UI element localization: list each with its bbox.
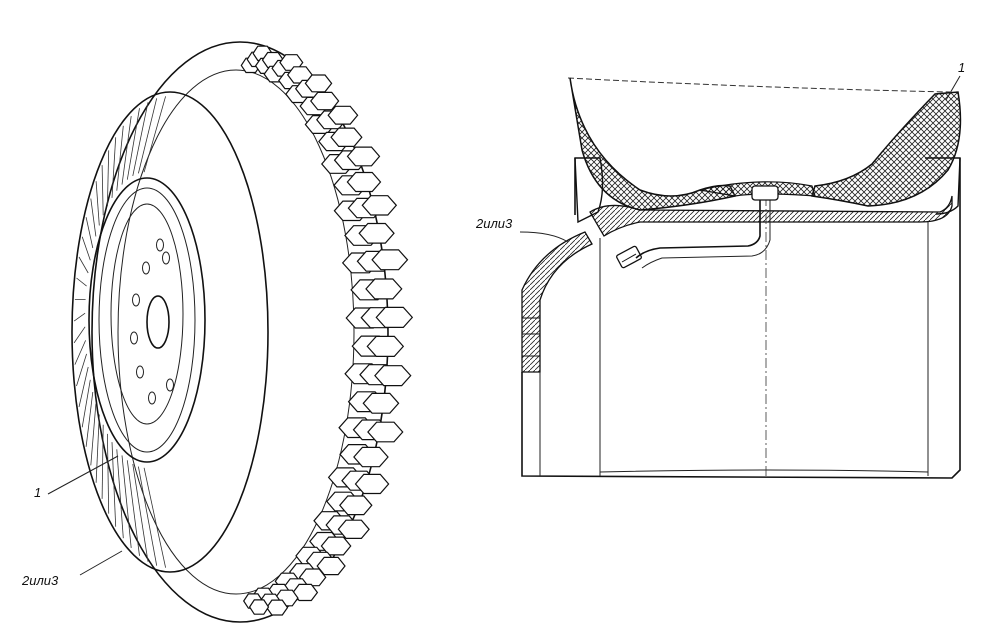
tread-block bbox=[265, 599, 289, 616]
callout-label-tire: 2или3 bbox=[21, 573, 59, 588]
bolt-hole bbox=[162, 251, 170, 265]
sidewall-ray bbox=[132, 464, 149, 562]
rim-profile-section bbox=[589, 195, 953, 237]
sidewall-ray bbox=[101, 424, 104, 499]
sidewall-ray bbox=[95, 414, 100, 483]
tire-bead-right bbox=[811, 91, 962, 207]
valve-base bbox=[751, 185, 779, 201]
tire-sidewall bbox=[71, 91, 269, 573]
sidewall-ray bbox=[95, 181, 100, 226]
wheel-disc-section bbox=[521, 231, 593, 373]
bolt-hole bbox=[148, 391, 156, 405]
sidewall-ray bbox=[143, 96, 166, 173]
callout-leader-rim bbox=[945, 75, 961, 101]
rim-flange-left bbox=[574, 157, 604, 224]
sidewall-ray bbox=[126, 460, 140, 556]
tread-block bbox=[327, 105, 359, 125]
tire-top-outline bbox=[567, 77, 951, 93]
disc-hub-block bbox=[521, 317, 541, 335]
tread-block bbox=[367, 421, 404, 443]
sidewall-ray bbox=[74, 340, 86, 365]
tread-block bbox=[310, 91, 340, 111]
callout-label-tire: 2или3 bbox=[475, 216, 513, 231]
callout-leader-rim bbox=[47, 455, 119, 495]
sidewall-ray bbox=[76, 353, 87, 387]
sidewall-ray bbox=[85, 391, 94, 447]
sidewall-ray bbox=[121, 116, 132, 185]
sidewall-ray bbox=[78, 366, 89, 408]
rim-outer bbox=[88, 177, 206, 463]
tread-block bbox=[362, 392, 400, 414]
sidewall-ray bbox=[73, 312, 86, 322]
valve-cap-icon bbox=[616, 245, 642, 269]
rim-disc bbox=[110, 203, 184, 425]
disc-hub-block bbox=[521, 355, 541, 373]
sidewall-ray bbox=[81, 236, 91, 261]
tread-block bbox=[292, 583, 319, 602]
tread-pattern bbox=[240, 45, 414, 616]
rim-flange-right bbox=[925, 157, 961, 215]
sidewall-ray bbox=[81, 379, 91, 428]
tread-block bbox=[374, 365, 412, 387]
sidewall-ray bbox=[73, 326, 86, 344]
wheel-cross-section-view: 1 2или3 bbox=[475, 60, 965, 479]
tread-block bbox=[337, 519, 370, 540]
bolt-hole bbox=[132, 293, 140, 307]
sidewall-ray bbox=[78, 256, 89, 274]
rim-cylinder-outline bbox=[521, 158, 961, 479]
sidewall-ray bbox=[107, 150, 110, 207]
sidewall-ray bbox=[101, 165, 104, 216]
sidewall-ray bbox=[111, 442, 117, 527]
tread-block bbox=[371, 249, 409, 271]
callout-leader-tire bbox=[519, 231, 569, 243]
bolt-hole bbox=[142, 261, 150, 275]
tread-block bbox=[353, 446, 389, 468]
sidewall-ray bbox=[121, 455, 132, 548]
sidewall-rays bbox=[73, 96, 166, 568]
valve-stem-inner bbox=[641, 196, 771, 269]
tread-inner-boundary bbox=[117, 69, 355, 595]
bolt-hole bbox=[166, 378, 174, 392]
sidewall-ray bbox=[116, 125, 124, 191]
tread-block bbox=[248, 599, 270, 615]
tread-block bbox=[358, 222, 395, 244]
rim-bottom-curve bbox=[599, 469, 929, 473]
tread-block bbox=[375, 306, 414, 328]
wheel-perspective-view: 1 2или3 bbox=[21, 41, 414, 623]
bolt-hole bbox=[136, 365, 144, 379]
sidewall-ray bbox=[126, 108, 140, 180]
rim-inner-ring bbox=[98, 187, 196, 453]
tread-block bbox=[304, 74, 333, 93]
tread-block bbox=[366, 335, 405, 357]
tire-outer-outline bbox=[91, 41, 389, 623]
callout-leader-tire bbox=[79, 550, 123, 576]
tread-block bbox=[354, 473, 390, 495]
wheel-bolt-holes bbox=[130, 238, 174, 405]
tread-block bbox=[330, 127, 363, 147]
tread-block bbox=[365, 278, 403, 300]
sidewall-ray bbox=[107, 433, 110, 514]
valve-stem bbox=[635, 196, 761, 259]
tread-block bbox=[339, 495, 373, 516]
callout-label-rim: 1 bbox=[34, 485, 41, 500]
sidewall-ray bbox=[132, 102, 149, 176]
hub-bore bbox=[146, 295, 170, 349]
sidewall-ray bbox=[76, 277, 87, 287]
tread-block bbox=[361, 195, 398, 216]
sidewall-ray bbox=[138, 98, 158, 174]
bolt-hole bbox=[156, 238, 164, 252]
tread-block bbox=[346, 171, 382, 193]
tread-block bbox=[346, 146, 381, 167]
sidewall-ray bbox=[143, 467, 166, 568]
bolt-hole bbox=[130, 331, 138, 345]
sidewall-ray bbox=[138, 466, 158, 566]
sidewall-ray bbox=[111, 137, 117, 198]
callout-label-rim: 1 bbox=[958, 60, 965, 75]
sidewall-ray bbox=[116, 449, 124, 539]
sidewall-ray bbox=[85, 217, 94, 249]
sidewall-ray bbox=[90, 198, 97, 237]
sidewall-ray bbox=[90, 403, 97, 466]
